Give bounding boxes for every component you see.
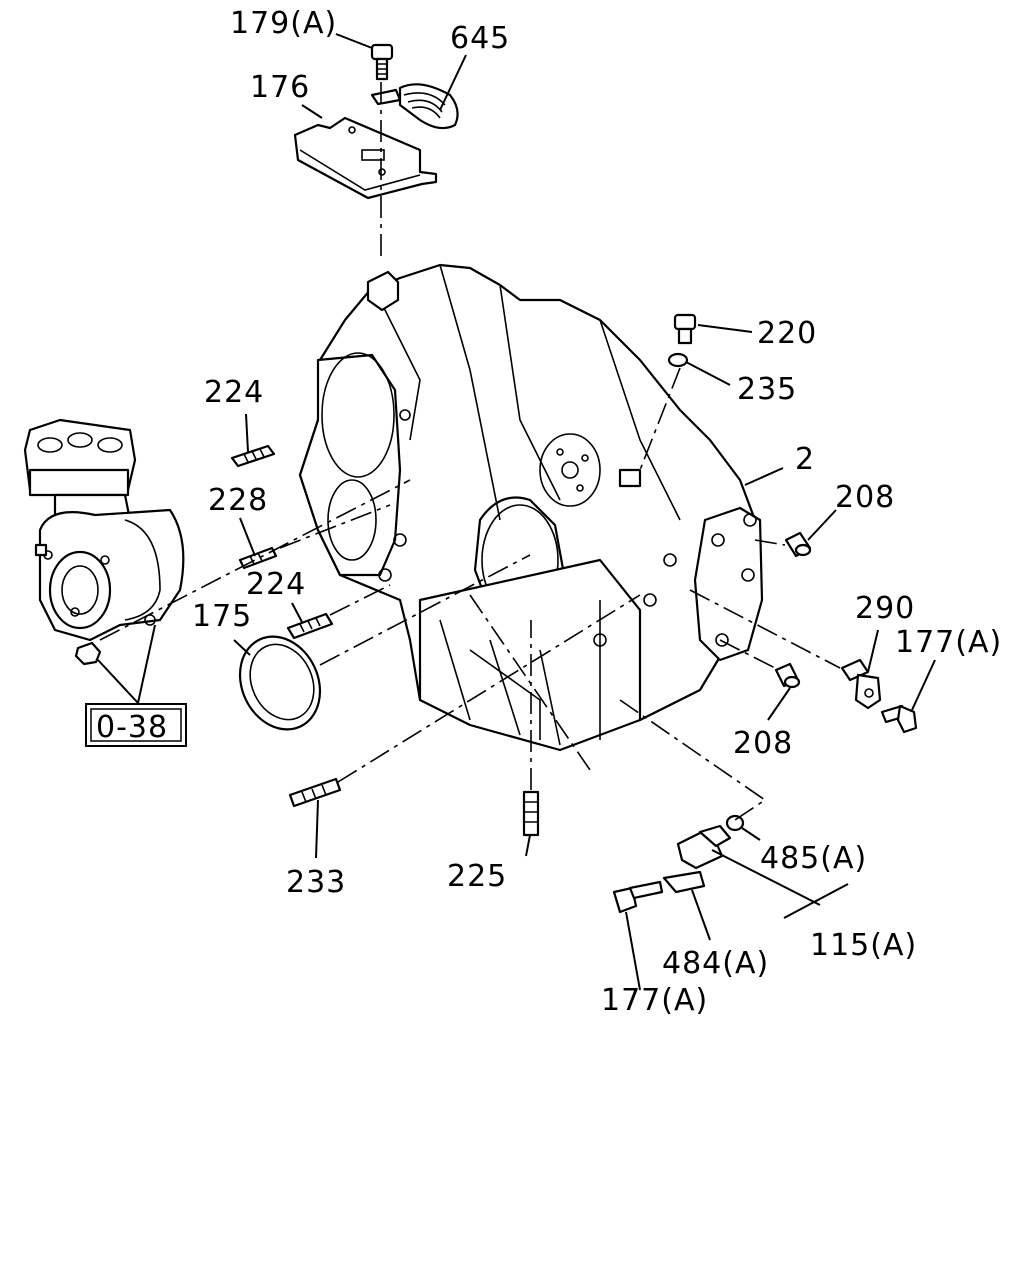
- label-176: 176: [250, 70, 310, 105]
- label-220: 220: [757, 316, 817, 351]
- label-177a-bottom: 177(A): [601, 983, 708, 1018]
- label-224-top: 224: [204, 375, 264, 410]
- stud-233: [288, 777, 342, 808]
- label-224-mid: 224: [246, 567, 306, 602]
- bolt-177a-right: [880, 704, 918, 734]
- leader-lines: [97, 33, 936, 991]
- bracket-484a: [662, 870, 706, 894]
- bracket-645: [370, 83, 459, 130]
- cover-plate-176: [293, 116, 438, 200]
- seal-175: [238, 635, 322, 731]
- label-235: 235: [737, 372, 797, 407]
- label-208-top: 208: [835, 480, 895, 515]
- label-2: 2: [795, 442, 815, 477]
- label-484a: 484(A): [662, 946, 769, 981]
- bolt-177a-bottom: [612, 880, 664, 914]
- stud-225: [522, 790, 540, 837]
- reference-box-label: 0-38: [96, 710, 168, 745]
- plug-208-bottom: [774, 662, 801, 689]
- nut-0-38: [74, 641, 102, 666]
- washer-235: [667, 352, 689, 368]
- label-645: 645: [450, 21, 510, 56]
- label-485a: 485(A): [760, 841, 867, 876]
- bolt-220: [673, 313, 697, 345]
- reference-box: 0-38: [85, 703, 187, 747]
- air-compressor: [23, 418, 185, 642]
- label-179a-top: 179(A): [230, 6, 337, 41]
- part-290: [840, 658, 882, 710]
- stud-224-mid: [286, 612, 334, 640]
- label-115a: 115(A): [810, 928, 917, 963]
- label-290: 290: [855, 591, 915, 626]
- flywheel-housing: [298, 263, 764, 752]
- label-175: 175: [192, 599, 252, 634]
- assembly-lines: [99, 82, 841, 821]
- bolt-179a-top: [370, 43, 394, 81]
- label-225: 225: [447, 859, 507, 894]
- label-177a-right: 177(A): [895, 625, 1002, 660]
- label-228: 228: [208, 483, 268, 518]
- label-233: 233: [286, 865, 346, 900]
- plug-208-top: [784, 531, 812, 558]
- sensor-115a: [676, 824, 732, 870]
- label-208-bottom: 208: [733, 726, 793, 761]
- oring-485a: [725, 814, 745, 832]
- stud-224-top: [230, 444, 276, 468]
